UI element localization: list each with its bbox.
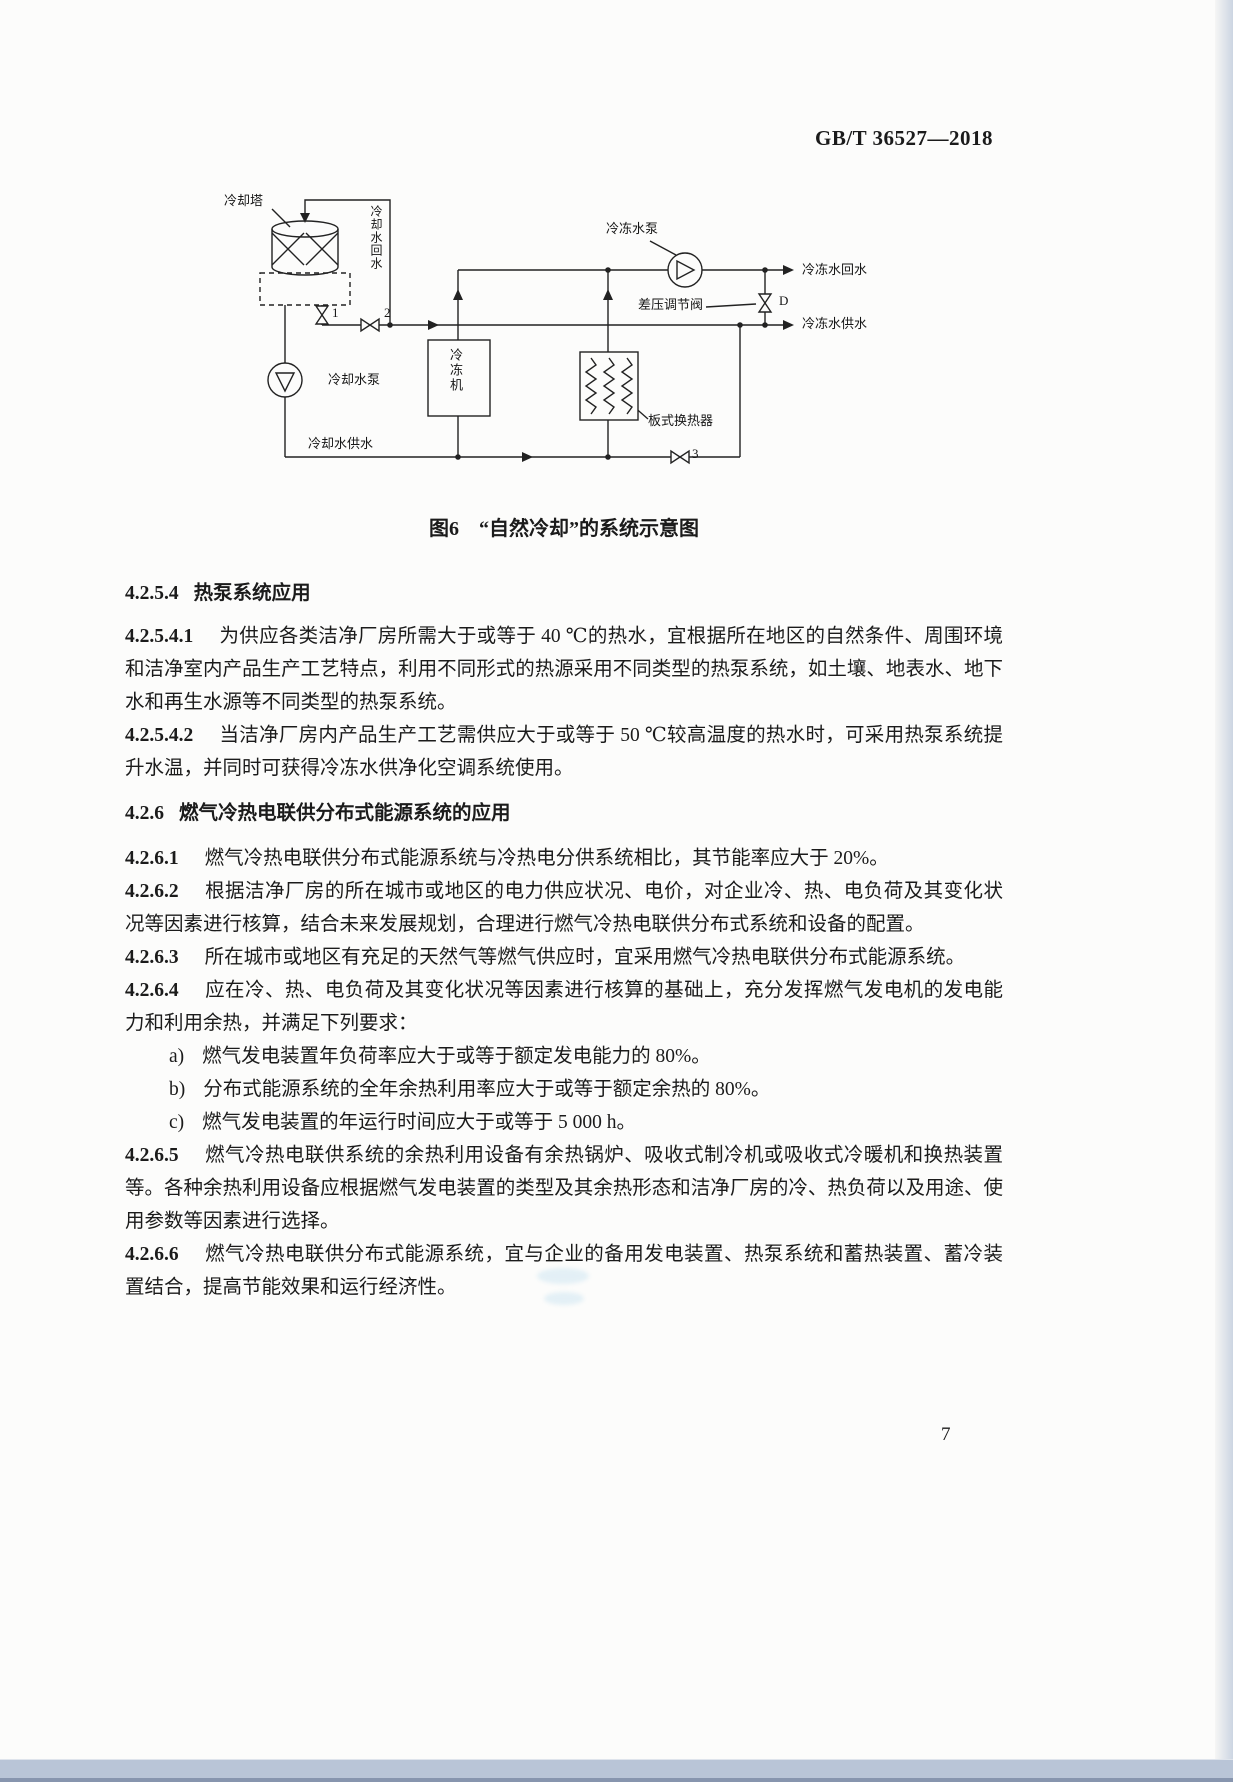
list-text: 燃气发电装置年负荷率应大于或等于额定发电能力的 80%。	[202, 1046, 711, 1067]
diagram-drawing	[259, 199, 794, 465]
scan-watermark-blob	[537, 1268, 589, 1284]
chiller-label: 冷冻机	[448, 348, 463, 393]
valve-1-label: 1	[332, 305, 339, 320]
list-marker: a)	[169, 1046, 185, 1067]
clause-number: 4.2.6.2	[125, 881, 179, 902]
list-text: 分布式能源系统的全年余热利用率应大于或等于额定余热的 80%。	[203, 1079, 771, 1100]
figure-caption: 图6 “自然冷却”的系统示意图	[429, 518, 699, 540]
clause-text: 应在冷、热、电负荷及其变化状况等因素进行核算的基础上，充分发挥燃气发电机的发电能…	[125, 980, 1003, 1034]
clause-number: 4.2.6.1	[125, 848, 179, 869]
clause-paragraph-4-2-6-3: 4.2.6.3 所在城市或地区有充足的天然气等燃气供应时，宜采用燃气冷热电联供分布…	[125, 941, 1003, 974]
clause-text: 当洁净厂房内产品生产工艺需供应大于或等于 50 ℃较高温度的热水时，可采用热泵系…	[125, 725, 1003, 779]
valve-3-label: 3	[692, 446, 699, 461]
cooling-header-pipe	[321, 305, 792, 326]
valve-d-symbol	[757, 293, 773, 313]
page-number: 7	[941, 1424, 951, 1445]
clause-title: 热泵系统应用	[193, 583, 311, 604]
standard-number: GB/T 36527—2018	[815, 126, 994, 150]
clause-text: 燃气冷热电联供系统的余热利用设备有余热锅炉、吸收式制冷机或吸收式冷暖机和换热装置…	[125, 1145, 1003, 1232]
scan-edge-right	[1215, 0, 1233, 1782]
cooling-tower-label: 冷却塔	[224, 193, 264, 208]
clause-heading-4-2-6: 4.2.6 燃气冷热电联供分布式能源系统的应用	[125, 797, 1003, 830]
scan-edge-bottom	[0, 1759, 1233, 1782]
plate-heat-exchanger-label: 板式换热器	[648, 413, 714, 428]
system-diagram: 冷却塔 冷却水回水 1 2 冷冻水泵 冷冻水回水 差压调节阀 D 冷冻水供水 冷…	[180, 185, 950, 515]
clause-number: 4.2.5.4.1	[125, 626, 194, 647]
clause-number: 4.2.5.4.2	[125, 725, 194, 746]
clause-number: 4.2.6	[125, 803, 164, 824]
valve-2-symbol	[360, 317, 380, 333]
flow-arrows	[300, 213, 794, 462]
list-item-b: b) 分布式能源系统的全年余热利用率应大于或等于额定余热的 80%。	[125, 1073, 1003, 1106]
valve-d-label: D	[779, 293, 789, 308]
chilled-water-pump-symbol	[667, 252, 703, 288]
clause-heading-4-2-5-4: 4.2.5.4 热泵系统应用	[125, 577, 1003, 610]
list-item-a: a) 燃气发电装置年负荷率应大于或等于额定发电能力的 80%。	[125, 1040, 1003, 1073]
clause-text: 燃气冷热电联供分布式能源系统与冷热电分供系统相比，其节能率应大于 20%。	[204, 848, 889, 869]
clause-title: 燃气冷热电联供分布式能源系统的应用	[179, 803, 511, 824]
cooling-tower-symbol	[259, 220, 351, 306]
clause-paragraph-4-2-6-1: 4.2.6.1 燃气冷热电联供分布式能源系统与冷热电分供系统相比，其节能率应大于 …	[125, 842, 1003, 875]
tower-return-pipe	[304, 199, 391, 325]
cooling-water-supply-label: 冷却水供水	[308, 436, 374, 451]
list-text: 燃气发电装置的年运行时间应大于或等于 5 000 h。	[202, 1112, 637, 1133]
cooling-water-pipes	[284, 305, 740, 458]
chilled-water-return-label: 冷冻水回水	[802, 262, 868, 277]
tower-label-leader	[271, 208, 291, 228]
valve-2-label: 2	[384, 305, 391, 320]
clause-text: 所在城市或地区有充足的天然气等燃气供应时，宜采用燃气冷热电联供分布式能源系统。	[204, 947, 966, 968]
plate-heat-exchanger-symbol	[579, 351, 639, 421]
clause-number: 4.2.6.4	[125, 980, 179, 1001]
list-marker: c)	[169, 1112, 185, 1133]
chiller-box	[427, 339, 491, 417]
clause-text: 根据洁净厂房的所在城市或地区的电力供应状况、电价，对企业冷、热、电负荷及其变化状…	[125, 881, 1003, 935]
cooling-water-pump-label: 冷却水泵	[328, 372, 381, 387]
chilled-water-supply-label: 冷冻水供水	[802, 316, 868, 331]
clause-number: 4.2.5.4	[125, 583, 179, 604]
clause-number: 4.2.6.5	[125, 1145, 179, 1166]
valve-symbols	[314, 293, 773, 465]
valve-1-symbol	[314, 305, 330, 325]
clause-number: 4.2.6.3	[125, 947, 179, 968]
pump-label-leader	[649, 240, 677, 256]
cooling-water-return-label: 冷却水回水	[369, 205, 383, 270]
scan-watermark-blob	[544, 1292, 584, 1305]
valve-3-symbol	[670, 449, 690, 465]
clause-text: 为供应各类洁净厂房所需大于或等于 40 ℃的热水，宜根据所在地区的自然条件、周围…	[125, 626, 1003, 713]
clause-text: 燃气冷热电联供分布式能源系统，宜与企业的备用发电装置、热泵系统和蓄热装置、蓄冷装…	[125, 1244, 1003, 1298]
scan-edge-line	[0, 1778, 1233, 1782]
clause-number: 4.2.6.6	[125, 1244, 179, 1265]
list-marker: b)	[169, 1079, 186, 1100]
dpvalve-label-leader	[705, 303, 757, 308]
list-item-c: c) 燃气发电装置的年运行时间应大于或等于 5 000 h。	[125, 1106, 1003, 1139]
cooling-water-pump-symbol	[267, 362, 303, 398]
chilled-water-pump-label: 冷冻水泵	[606, 221, 659, 236]
diff-pressure-valve-label: 差压调节阀	[638, 297, 704, 312]
